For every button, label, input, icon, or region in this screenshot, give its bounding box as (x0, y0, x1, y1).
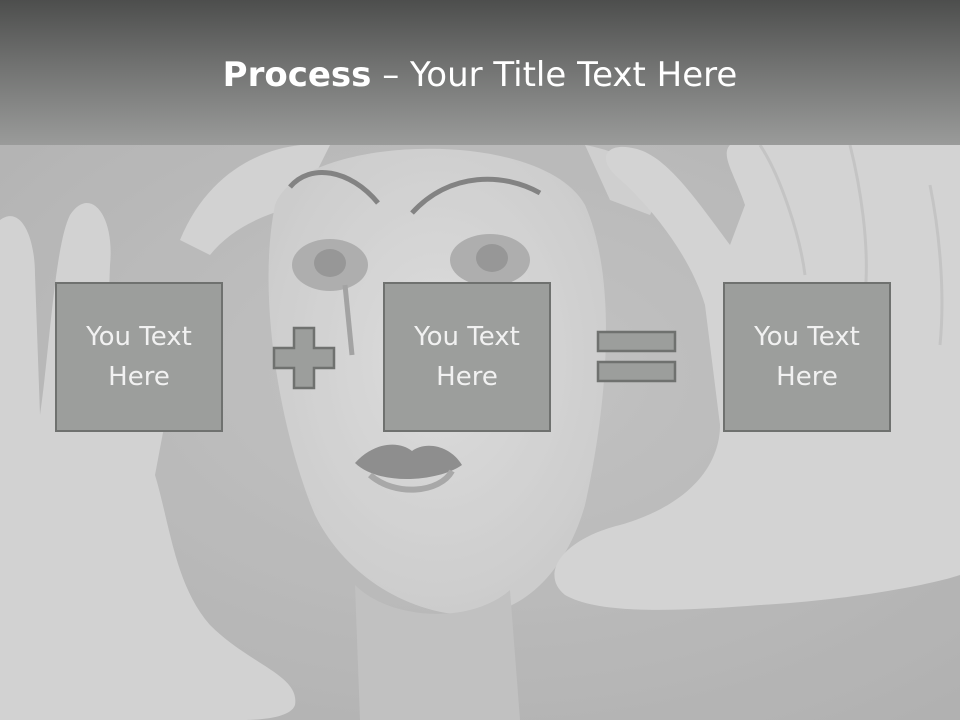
process-result-text: You Text Here (754, 322, 860, 392)
process-step-box[interactable]: You Text Here (383, 282, 551, 432)
title-bold-word: Process (222, 55, 372, 95)
equals-icon (596, 330, 677, 383)
title-text: Your Title Text Here (410, 55, 738, 95)
slide-title: Process – Your Title Text Here (0, 53, 960, 97)
process-step-box[interactable]: You Text Here (55, 282, 223, 432)
plus-icon (272, 326, 336, 390)
process-step-text: You Text Here (414, 322, 520, 392)
mime-background-photo (0, 145, 960, 720)
process-step-text: You Text Here (86, 322, 192, 392)
title-bar: Process – Your Title Text Here (0, 0, 960, 145)
process-result-box[interactable]: You Text Here (723, 282, 891, 432)
title-dash: – (371, 55, 411, 95)
